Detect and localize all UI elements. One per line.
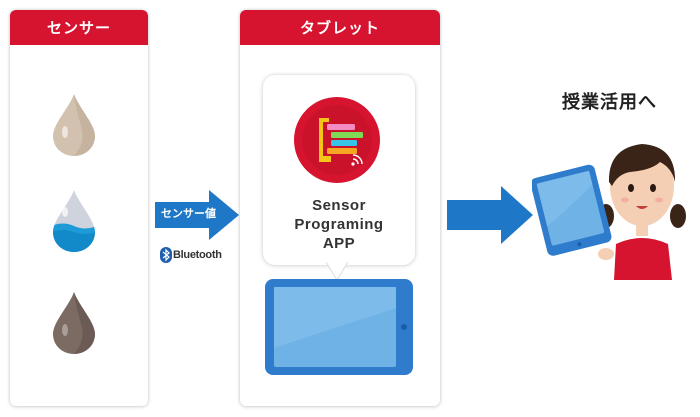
water-drop-icon [53,190,95,252]
app-name-line-2: Programing [294,216,384,233]
tablet-panel-title: タブレット [240,10,440,45]
app-name: Sensor Programing APP [263,196,415,253]
destination-label: 授業活用へ [562,92,657,112]
app-name-line-1: Sensor [312,197,366,214]
sensor-value-label: センサー値 [161,208,216,220]
student-with-tablet-icon [532,144,686,280]
sensor-value-arrow [155,190,239,240]
bluetooth-label: Bluetooth [173,249,222,261]
brown-drop-icon [53,292,95,354]
beige-drop-icon [53,94,95,156]
bluetooth-icon [160,247,172,263]
sensor-panel-title: センサー [10,10,148,45]
flow-arrow-large [447,186,533,244]
app-name-line-3: APP [322,235,356,252]
block-program-app-icon [294,97,380,183]
tablet-device-icon [265,279,413,375]
